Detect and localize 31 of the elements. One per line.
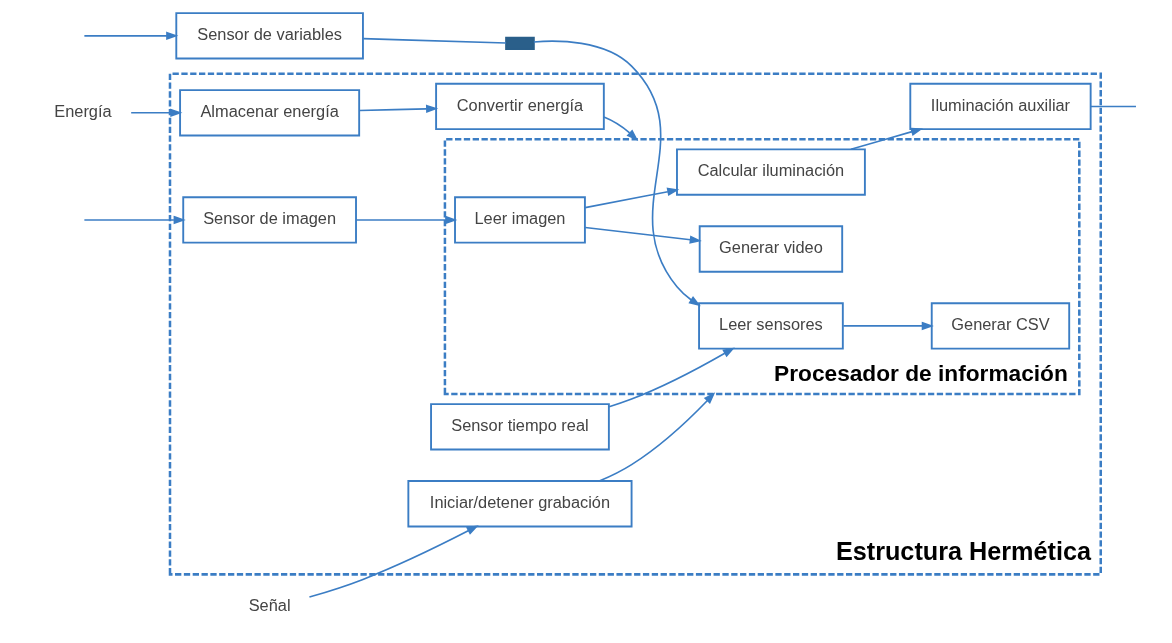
connector <box>362 37 507 44</box>
node-box: Convertir energía <box>435 82 605 131</box>
node-box: Iniciar/detener grabación <box>407 480 633 528</box>
node-text: Señal <box>248 596 291 615</box>
arrow <box>599 392 716 482</box>
node-box: Almacenar energía <box>179 89 361 137</box>
arrow <box>584 187 680 209</box>
node-box: Sensor de variables <box>175 12 364 60</box>
connector <box>1090 105 1137 108</box>
arrow <box>850 127 923 151</box>
arrow <box>842 321 934 331</box>
node-bar <box>505 36 535 51</box>
arrow <box>533 40 701 307</box>
arrow <box>308 525 479 598</box>
arrow <box>130 108 183 118</box>
node-box: Calcular iluminación <box>676 148 866 196</box>
arrow <box>83 31 179 41</box>
node-box: Sensor tiempo real <box>430 403 610 451</box>
node-box: Leer sensores <box>698 302 844 350</box>
arrow <box>355 215 458 225</box>
arrow <box>358 104 439 114</box>
node-box: Iluminación auxiliar <box>909 82 1092 131</box>
node-text: Energía <box>54 102 112 121</box>
arrow <box>608 347 735 408</box>
arrow <box>83 215 186 225</box>
node-box: Generar CSV <box>930 302 1071 350</box>
arrow <box>584 226 702 244</box>
node-box: Leer imagen <box>454 196 586 244</box>
node-box: Generar video <box>698 225 844 273</box>
node-box: Sensor de imagen <box>182 196 357 244</box>
arrow <box>603 116 639 141</box>
